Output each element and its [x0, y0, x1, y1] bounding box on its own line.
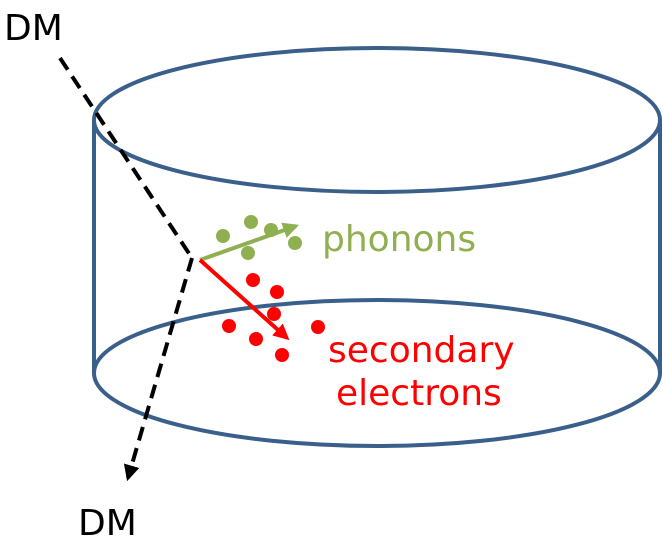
dm-incoming-label: DM: [4, 8, 63, 49]
phonons-label: phonons: [322, 219, 476, 260]
phonon-dots: [216, 215, 302, 260]
dm-outgoing-track: [123, 257, 194, 482]
secondary-label: secondary: [328, 330, 515, 371]
electrons-label: electrons: [336, 373, 502, 414]
phonon-dot: [216, 229, 230, 243]
phonon-dot: [264, 223, 278, 237]
electron-dot: [246, 273, 260, 287]
dm-incoming-track: [58, 56, 194, 260]
electron-dot: [275, 348, 289, 362]
electron-dot: [311, 320, 325, 334]
phonon-dot: [244, 215, 258, 229]
electron-dot: [267, 307, 281, 321]
dm-outgoing-label: DM: [78, 503, 137, 541]
phonon-dot: [241, 246, 255, 260]
electron-arrow: [198, 258, 290, 341]
detector-cylinder: [92, 46, 662, 448]
cylinder-bottom-ellipse: [92, 298, 662, 448]
electron-dots: [222, 273, 325, 362]
electron-dot: [222, 319, 236, 333]
phonon-arrow: [199, 222, 300, 262]
electron-dot: [270, 285, 284, 299]
cylinder-top-ellipse: [92, 46, 662, 194]
electron-dot: [249, 332, 263, 346]
phonon-dot: [288, 236, 302, 250]
